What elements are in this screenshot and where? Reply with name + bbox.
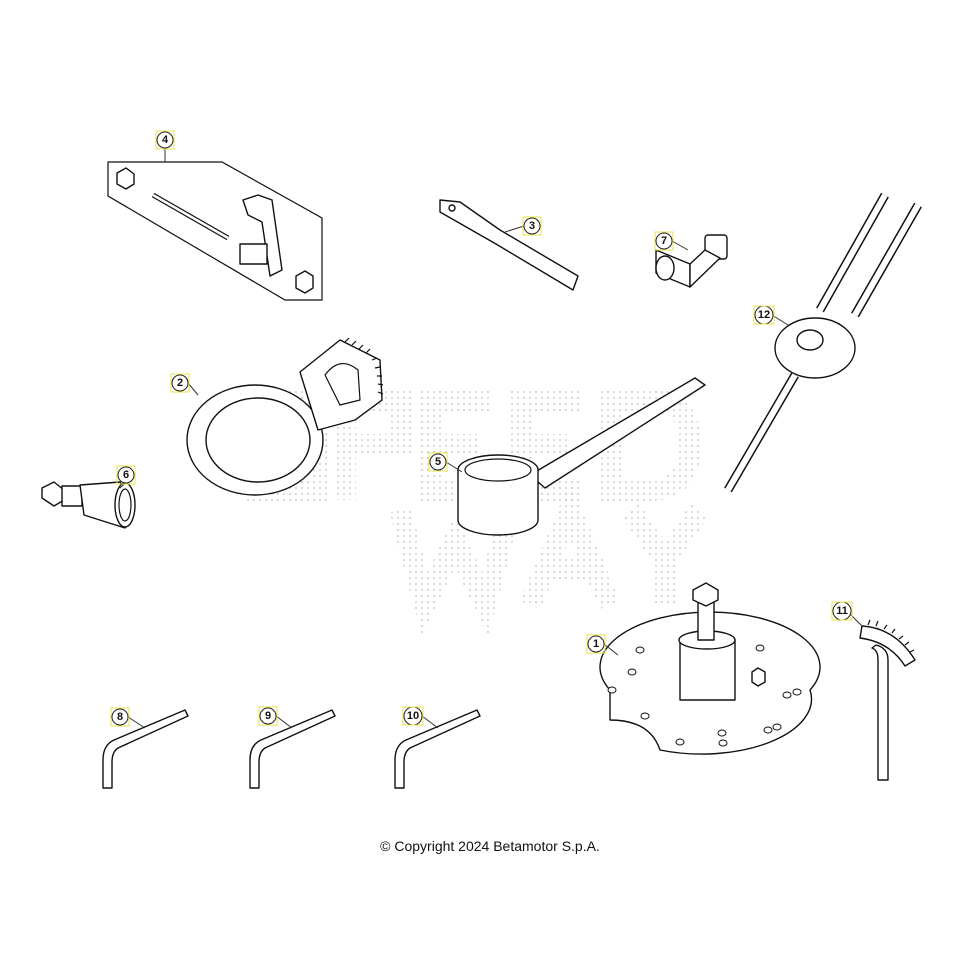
callout-5[interactable]: 5 (428, 452, 448, 472)
callout-9[interactable]: 9 (258, 706, 278, 726)
callout-label: 2 (177, 377, 183, 389)
callout-1[interactable]: 1 (586, 634, 606, 654)
callout-label: 7 (661, 235, 667, 247)
part-3-strap[interactable] (439, 199, 579, 291)
callout-8[interactable]: 8 (110, 707, 130, 727)
callout-label: 4 (162, 134, 169, 146)
callout-label: 10 (407, 710, 419, 722)
callout-3[interactable]: 3 (522, 216, 542, 236)
callout-10[interactable]: 10 (402, 706, 424, 726)
callout-4[interactable]: 4 (155, 130, 175, 150)
callout-11[interactable]: 11 (831, 601, 853, 621)
copyright-text: © Copyright 2024 Betamotor S.p.A. (380, 838, 600, 854)
callout-7[interactable]: 7 (654, 231, 674, 251)
callout-label: 8 (117, 711, 123, 723)
callout-label: 5 (435, 456, 441, 468)
part-12-tap-wrench[interactable] (724, 192, 922, 493)
part-7-socket[interactable] (655, 234, 728, 288)
part-2-holder[interactable] (186, 337, 384, 496)
watermark-logo (239, 389, 710, 638)
part-10-allen-key[interactable] (394, 709, 481, 789)
part-9-allen-key[interactable] (249, 709, 336, 789)
callout-6[interactable]: 6 (116, 465, 136, 485)
callout-label: 12 (758, 309, 770, 321)
callout-label: 1 (593, 638, 599, 650)
part-1-flywheel-puller[interactable] (599, 582, 821, 755)
part-6-puller[interactable] (41, 481, 136, 529)
leader-lines (119, 148, 863, 729)
callout-12[interactable]: 12 (753, 305, 775, 325)
part-5-ring-wrench[interactable] (457, 377, 706, 536)
callout-label: 9 (265, 710, 271, 722)
callout-2[interactable]: 2 (170, 373, 190, 393)
callout-label: 11 (836, 605, 848, 617)
part-4-kit[interactable] (107, 161, 323, 301)
part-11-toothed-wrench[interactable] (859, 619, 916, 781)
part-8-allen-key[interactable] (102, 709, 189, 789)
callout-label: 3 (529, 220, 535, 232)
callout-label: 6 (123, 469, 129, 481)
